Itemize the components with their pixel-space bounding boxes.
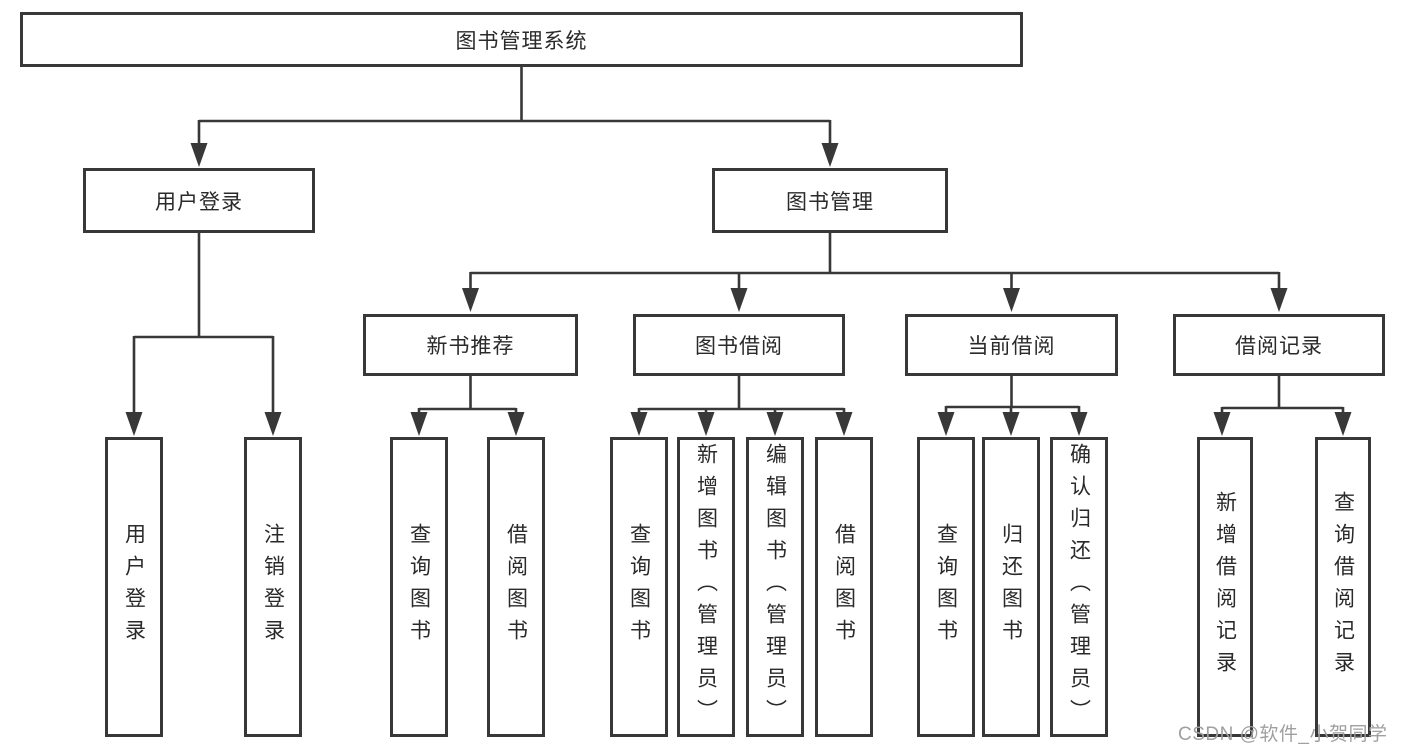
node-borrow-records: 借阅记录 [1173,314,1385,376]
leaf-edit-book-admin-label: 编辑图书（管理员） [763,443,787,731]
node-book-borrow: 图书借阅 [633,314,845,376]
node-book-management: 图书管理 [712,168,948,233]
arrowhead [507,412,525,436]
arrowhead [1270,288,1288,312]
leaf-edit-book-admin: 编辑图书（管理员） [746,437,804,737]
node-current-borrow: 当前借阅 [905,314,1118,376]
node-new-book-recommend-label: 新书推荐 [426,335,515,358]
connector-current-borrow-children [944,376,1081,417]
leaf-query-book-recommend-label: 查询图书 [407,523,431,651]
node-user-login-label: 用户登录 [155,190,243,214]
node-book-management-label: 图书管理 [786,190,874,214]
arrowhead [190,143,208,167]
leaf-query-book-current: 查询图书 [917,437,975,737]
arrowhead [630,412,648,436]
leaf-borrow-book-recommend-label: 借阅图书 [504,523,528,651]
leaf-add-book-admin: 新增图书（管理员） [677,437,735,737]
arrowhead [1002,412,1020,436]
node-book-borrow-label: 图书借阅 [695,335,783,358]
leaf-add-borrow-record-label: 新增借阅记录 [1213,491,1237,683]
connector-root-to-level2 [197,67,832,150]
arrowhead [1003,288,1020,312]
connector-book-management-children [469,233,1281,295]
arrowhead [125,412,143,436]
connector-borrow-records-children [1220,376,1345,417]
leaf-user-login-label: 用户登录 [122,523,146,651]
node-root-label: 图书管理系统 [455,29,588,53]
leaf-add-borrow-record: 新增借阅记录 [1197,437,1253,737]
connector-new-book-children [417,376,518,417]
arrowhead [697,412,715,436]
leaf-query-book-current-label: 查询图书 [934,523,958,651]
leaf-borrow-book-recommend: 借阅图书 [487,437,545,737]
arrowhead [821,143,839,167]
leaf-return-book-label: 归还图书 [999,523,1023,651]
leaf-query-book-borrow-label: 查询图书 [627,523,651,651]
node-new-book-recommend: 新书推荐 [363,314,578,376]
leaf-confirm-return-admin: 确认归还（管理员） [1050,437,1108,737]
leaf-add-book-admin-label: 新增图书（管理员） [694,443,718,731]
arrowhead [730,288,748,312]
arrowhead [937,412,955,436]
node-current-borrow-label: 当前借阅 [967,335,1056,358]
leaf-confirm-return-admin-label: 确认归还（管理员） [1067,443,1091,731]
leaf-query-book-borrow: 查询图书 [610,437,668,737]
leaf-logout-label: 注销登录 [261,523,285,651]
arrowhead [1070,412,1088,436]
connector-book-borrow-children [637,376,846,417]
watermark: CSDN @软件_小贺同学 [1178,724,1388,745]
leaf-query-borrow-record: 查询借阅记录 [1315,437,1371,737]
leaf-return-book: 归还图书 [982,437,1040,737]
leaf-borrow-book-label: 借阅图书 [832,523,856,651]
arrowhead [264,412,282,436]
node-root: 图书管理系统 [20,12,1023,67]
node-user-login: 用户登录 [83,168,315,233]
leaf-logout: 注销登录 [244,437,302,737]
leaf-borrow-book: 借阅图书 [815,437,873,737]
node-borrow-records-label: 借阅记录 [1235,335,1323,358]
arrowhead [462,288,479,312]
arrowhead [1334,412,1352,436]
leaf-query-book-recommend: 查询图书 [390,437,448,737]
leaf-query-borrow-record-label: 查询借阅记录 [1331,491,1355,683]
arrowhead [835,412,853,436]
arrowhead [410,412,428,436]
leaf-user-login: 用户登录 [105,437,163,737]
arrowhead [1213,412,1231,436]
connector-user-login-children [132,233,275,418]
arrowhead [766,412,784,436]
